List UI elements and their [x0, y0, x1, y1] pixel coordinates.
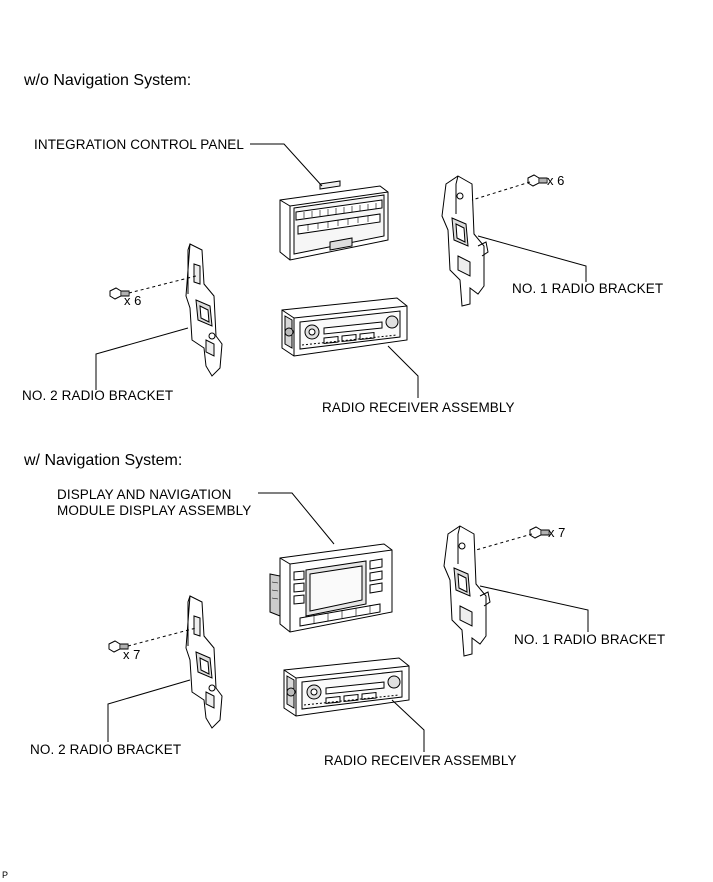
corner-mark: P — [2, 870, 9, 880]
top-integration-control-panel — [279, 180, 389, 261]
label-display-navigation-line1: DISPLAY AND NAVIGATION — [57, 487, 232, 502]
label-integration-control-panel: INTEGRATION CONTROL PANEL — [34, 137, 245, 152]
bottom-bolt-right — [529, 526, 550, 539]
bottom-leader-lines — [107, 492, 589, 752]
section-heading-with-nav: w/ Navigation System: — [24, 452, 183, 469]
section-heading-without-nav: w/o Navigation System: — [24, 72, 192, 89]
bottom-label-radio-receiver-assembly: RADIO RECEIVER ASSEMBLY — [324, 753, 517, 768]
bottom-label-no2-radio-bracket: NO. 2 RADIO BRACKET — [30, 742, 182, 757]
top-no1-radio-bracket — [441, 175, 489, 307]
top-label-radio-receiver-assembly: RADIO RECEIVER ASSEMBLY — [322, 400, 515, 415]
top-bolt-right-qty: x 6 — [547, 173, 565, 188]
top-radio-receiver-assembly — [281, 297, 408, 357]
top-label-no2-radio-bracket: NO. 2 RADIO BRACKET — [22, 388, 174, 403]
label-display-navigation-line2: MODULE DISPLAY ASSEMBLY — [57, 503, 252, 518]
bottom-bolt-left-qty: x 7 — [123, 647, 141, 662]
bottom-bolt-right-qty: x 7 — [548, 525, 566, 540]
top-label-no1-radio-bracket: NO. 1 RADIO BRACKET — [512, 281, 664, 296]
bottom-no2-radio-bracket — [185, 595, 223, 729]
top-bolt-left-qty: x 6 — [124, 293, 142, 308]
bottom-display-navigation-module — [269, 543, 393, 633]
bottom-no1-radio-bracket — [443, 525, 491, 657]
top-no2-radio-bracket — [185, 243, 223, 377]
bottom-label-no1-radio-bracket: NO. 1 RADIO BRACKET — [514, 632, 666, 647]
top-bolt-right — [527, 174, 548, 187]
top-leader-lines — [95, 143, 587, 398]
bottom-radio-receiver-assembly — [283, 657, 410, 717]
